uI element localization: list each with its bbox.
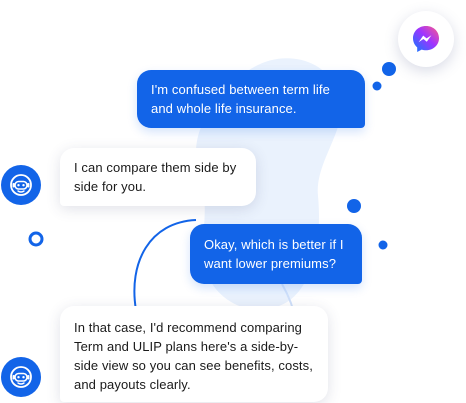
bot-avatar xyxy=(1,165,41,205)
messenger-icon xyxy=(413,26,439,52)
bot-message-bubble: In that case, I'd recommend comparing Te… xyxy=(60,306,328,402)
user-message-bubble: I'm confused between term life and whole… xyxy=(137,70,365,128)
decorative-dot xyxy=(382,62,396,76)
user-message-bubble: Okay, which is better if I want lower pr… xyxy=(190,224,362,284)
bot-avatar xyxy=(1,357,41,397)
decorative-dot xyxy=(372,81,382,91)
bot-message-bubble: I can compare them side by side for you. xyxy=(60,148,256,206)
message-text: I can compare them side by side for you. xyxy=(74,160,237,194)
messenger-button[interactable] xyxy=(398,11,454,67)
decorative-ring xyxy=(28,231,44,247)
robot-icon xyxy=(10,366,32,388)
decorative-dot xyxy=(378,240,388,250)
message-text: Okay, which is better if I want lower pr… xyxy=(204,237,344,271)
message-text: In that case, I'd recommend comparing Te… xyxy=(74,320,313,392)
decorative-dot xyxy=(347,199,361,213)
decorative-curve xyxy=(133,219,197,311)
message-text: I'm confused between term life and whole… xyxy=(151,82,330,116)
robot-icon xyxy=(10,174,32,196)
